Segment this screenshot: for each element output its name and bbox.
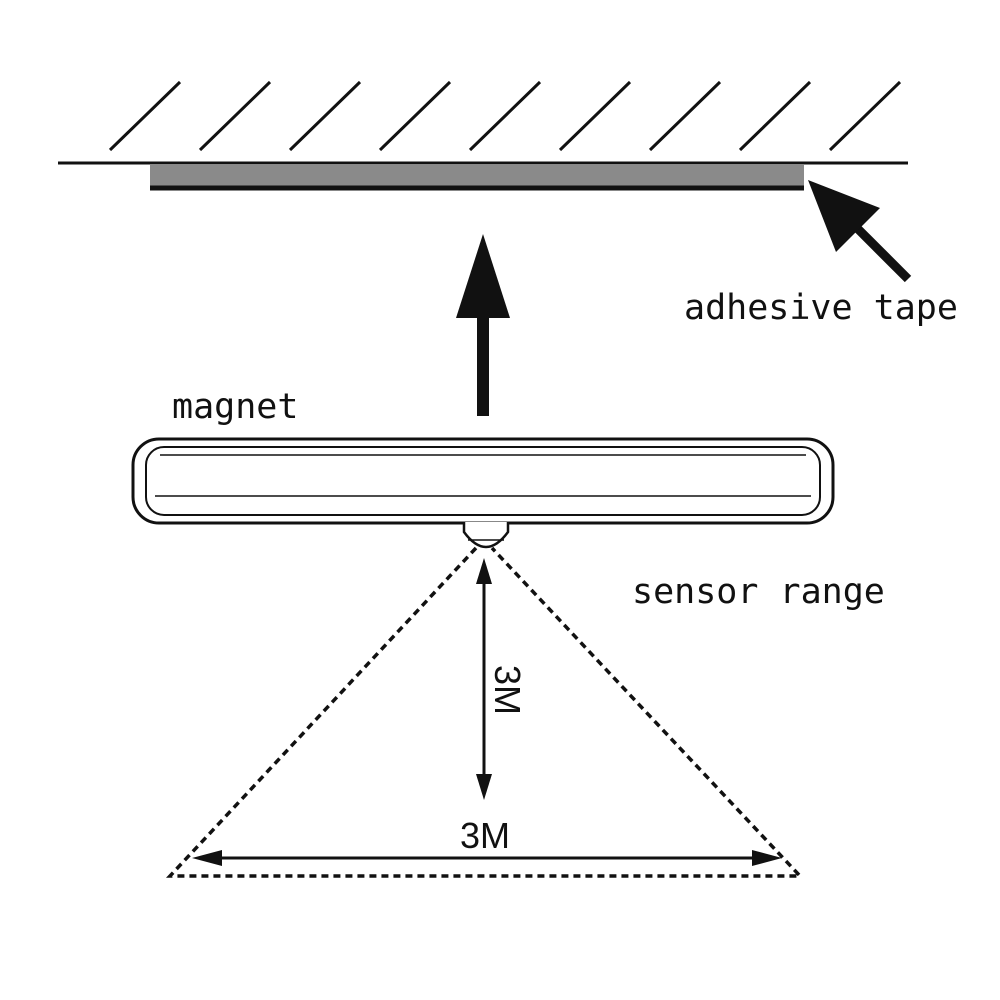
width-dimension-label: 3M	[460, 815, 511, 856]
height-dimension-arrow	[476, 558, 492, 800]
light-bar	[131, 437, 835, 525]
mount-direction-arrow	[456, 234, 510, 416]
sensor-range-label: sensor range	[632, 572, 885, 612]
ceiling-hatching	[108, 80, 902, 152]
adhesive-tape-strip	[150, 165, 804, 191]
motion-sensor-dome	[462, 522, 510, 549]
tape-pointer-arrow	[808, 180, 912, 283]
height-dimension-label: 3M	[487, 664, 529, 716]
width-dimension-arrow	[192, 850, 782, 866]
adhesive-tape-label: adhesive tape	[684, 288, 958, 328]
magnet-label: magnet	[172, 387, 299, 427]
